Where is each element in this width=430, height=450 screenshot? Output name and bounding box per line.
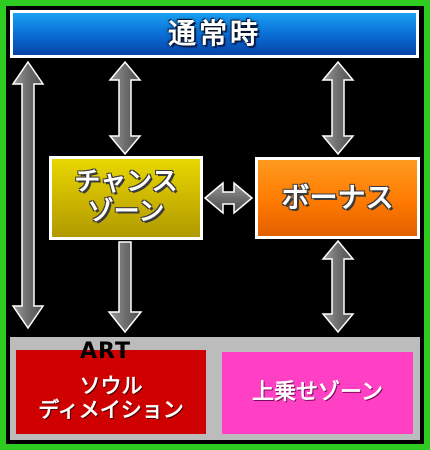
chance-zone-label-line2: ゾーン [87, 197, 165, 227]
uwanose-zone-box: 上乗せゾーン [222, 352, 413, 434]
arrow-header-bonus [321, 60, 355, 156]
normal-mode-box: 通常時 [10, 10, 419, 58]
soul-dimension-label-line2: ディメイション [38, 398, 184, 422]
chance-zone-label-line1: チャンス [74, 167, 178, 198]
arrow-header-art [11, 60, 45, 330]
arrow-chance-zone-art [107, 241, 143, 334]
uwanose-zone-label: 上乗せゾーン [252, 380, 383, 406]
bonus-box: ボーナス [255, 157, 420, 239]
arrow-chance-zone-bonus [203, 181, 254, 215]
soul-dimension-box: ソウル ディメイション [16, 350, 206, 434]
normal-mode-label: 通常時 [167, 16, 261, 50]
chance-zone-box: チャンス ゾーン [49, 156, 203, 240]
arrow-bonus-art [321, 239, 355, 334]
art-label: ART [80, 339, 131, 364]
bonus-label: ボーナス [281, 180, 394, 214]
arrow-header-chance-zone [108, 60, 142, 156]
soul-dimension-label-line1: ソウル [79, 373, 143, 398]
